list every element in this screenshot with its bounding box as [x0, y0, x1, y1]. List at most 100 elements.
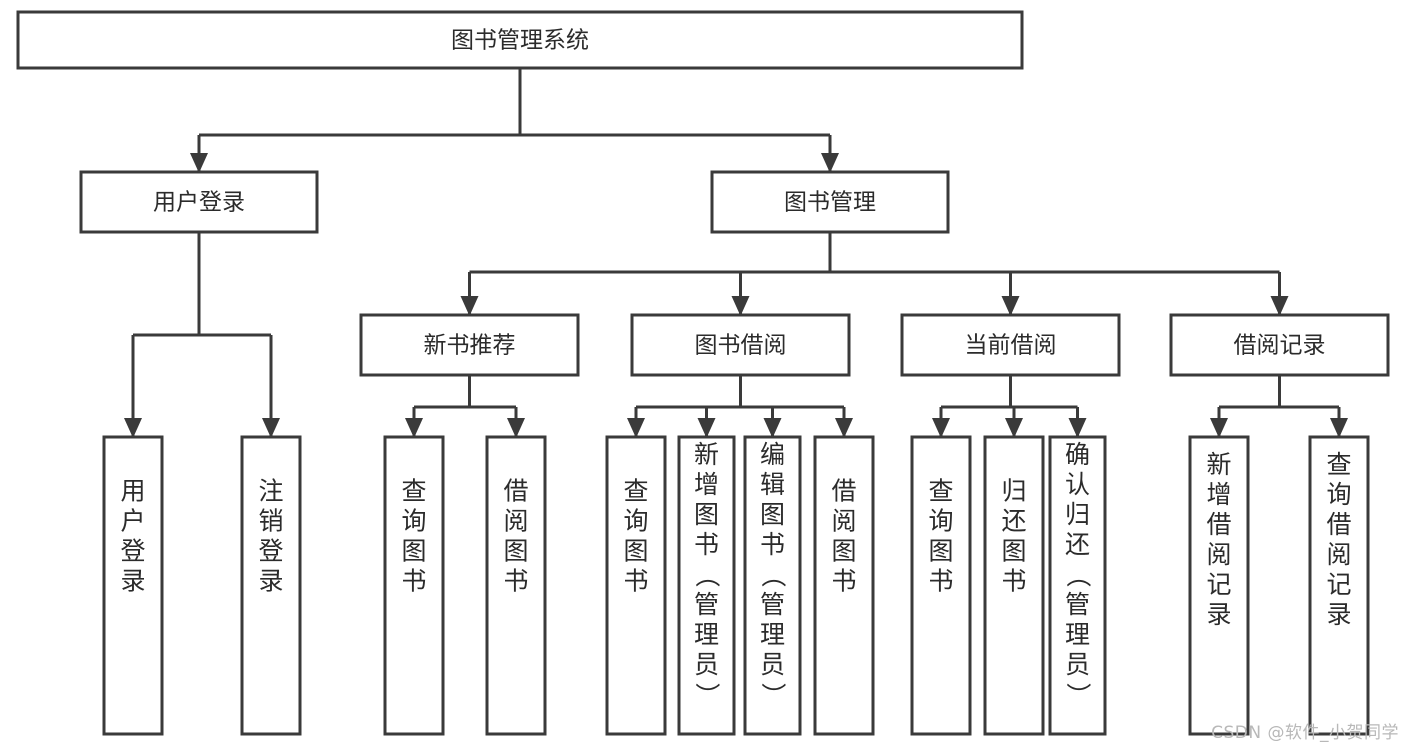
- leaf-label-char: 询: [401, 507, 426, 536]
- leaf-label-char: （: [693, 562, 722, 587]
- leaf-label-char: 录: [120, 567, 145, 596]
- leaf-label-char: 理: [694, 620, 719, 649]
- leaf-label-char: 阅: [1206, 540, 1231, 569]
- csdn-watermark: CSDN @软件_小贺同学: [1211, 723, 1399, 743]
- node-label: 图书管理: [784, 190, 876, 216]
- leaf-label-char: 书: [694, 530, 719, 559]
- leaf-label-char: 户: [120, 507, 145, 536]
- arrow-head-icon: [262, 418, 280, 438]
- node-level3-2[interactable]: 当前借阅: [900, 313, 1121, 377]
- leaf-label-char: 录: [1326, 600, 1351, 629]
- leaf-label-char: 用: [120, 477, 145, 506]
- leaf-label-char: 图: [694, 500, 719, 529]
- leaf-label-char: 询: [623, 507, 648, 536]
- leaf-label-char: 登: [120, 537, 145, 566]
- leaf-label-char: 录: [258, 567, 283, 596]
- leaf-node-0[interactable]: 用户登录: [102, 435, 164, 736]
- leaf-label-char: 书: [831, 567, 856, 596]
- node-level2-0[interactable]: 用户登录: [79, 170, 319, 234]
- arrow-head-icon: [731, 296, 750, 316]
- arrow-head-icon: [627, 418, 645, 438]
- leaf-label-char: 图: [928, 537, 953, 566]
- leaf-label-char: 查: [623, 477, 648, 506]
- arrow-head-icon: [460, 296, 479, 316]
- leaf-label-char: 登: [258, 537, 283, 566]
- leaf-label-char: 管: [1065, 590, 1090, 619]
- node-label: 当前借阅: [965, 333, 1057, 359]
- leaf-label-char: 还: [1001, 507, 1026, 536]
- node-label: 借阅记录: [1234, 333, 1326, 359]
- node-level3-3[interactable]: 借阅记录: [1169, 313, 1390, 377]
- leaf-label-char: 书: [1001, 567, 1026, 596]
- leaf-label-char: 图: [1001, 537, 1026, 566]
- leaf-label-char: 书: [928, 567, 953, 596]
- arrow-head-icon: [1068, 418, 1087, 438]
- arrow-head-icon: [821, 153, 839, 173]
- leaf-label-char: 图: [760, 500, 785, 529]
- leaf-label-char: （: [759, 562, 788, 587]
- leaf-label-char: 新: [694, 440, 719, 469]
- arrow-head-icon: [190, 153, 208, 173]
- leaf-label-char: 理: [760, 620, 785, 649]
- leaf-label-char: 书: [623, 567, 648, 596]
- arrow-head-icon: [1001, 296, 1020, 316]
- leaf-label-char: 增: [694, 470, 719, 499]
- node-level2-1[interactable]: 图书管理: [710, 170, 950, 234]
- leaf-label-char: 图: [623, 537, 648, 566]
- leaf-label-char: 查: [1326, 450, 1351, 479]
- leaf-label-char: 查: [928, 477, 953, 506]
- arrow-head-icon: [932, 418, 950, 438]
- leaf-label-char: 阅: [503, 507, 528, 536]
- leaf-label-char: 录: [1206, 600, 1231, 629]
- arrow-head-icon: [763, 418, 782, 438]
- leaf-label-char: 书: [503, 567, 528, 596]
- leaf-label-char: ）: [693, 682, 722, 707]
- arrow-head-icon: [1330, 418, 1348, 438]
- node-boxes: 图书管理系统用户登录图书管理新书推荐图书借阅当前借阅借阅记录用户登录注销登录查询…: [16, 10, 1390, 736]
- leaf-label-char: 借: [1326, 510, 1351, 539]
- leaf-label-char: 归: [1065, 500, 1090, 529]
- node-root[interactable]: 图书管理系统: [16, 10, 1024, 70]
- node-level3-0[interactable]: 新书推荐: [359, 313, 580, 377]
- leaf-label-char: 员: [760, 650, 785, 679]
- leaf-label-char: 阅: [831, 507, 856, 536]
- leaf-label-char: （: [1064, 562, 1093, 587]
- node-level3-1[interactable]: 图书借阅: [630, 313, 851, 377]
- leaf-label-char: 归: [1001, 477, 1026, 506]
- leaf-label-char: 理: [1065, 620, 1090, 649]
- leaf-label-char: 书: [760, 530, 785, 559]
- leaf-label-char: ）: [1064, 682, 1093, 707]
- arrow-head-icon: [405, 418, 423, 438]
- leaf-label-char: 记: [1206, 570, 1231, 599]
- leaf-label-char: 编: [760, 440, 785, 469]
- node-label: 图书管理系统: [451, 28, 589, 54]
- leaf-label-char: 询: [928, 507, 953, 536]
- leaf-label-char: 管: [760, 590, 785, 619]
- leaf-label-char: 新: [1206, 450, 1231, 479]
- leaf-label-char: 借: [503, 477, 528, 506]
- leaf-label-char: 员: [694, 650, 719, 679]
- arrow-head-icon: [1270, 296, 1289, 316]
- leaf-label-char: 图: [831, 537, 856, 566]
- leaf-label-char: ）: [759, 682, 788, 707]
- leaf-label-char: 查: [401, 477, 426, 506]
- leaf-label-char: 认: [1065, 470, 1090, 499]
- arrow-head-icon: [1210, 418, 1228, 438]
- leaf-label-char: 增: [1206, 480, 1231, 509]
- node-label: 图书借阅: [695, 333, 787, 359]
- leaf-label-char: 图: [401, 537, 426, 566]
- node-label: 用户登录: [153, 190, 245, 216]
